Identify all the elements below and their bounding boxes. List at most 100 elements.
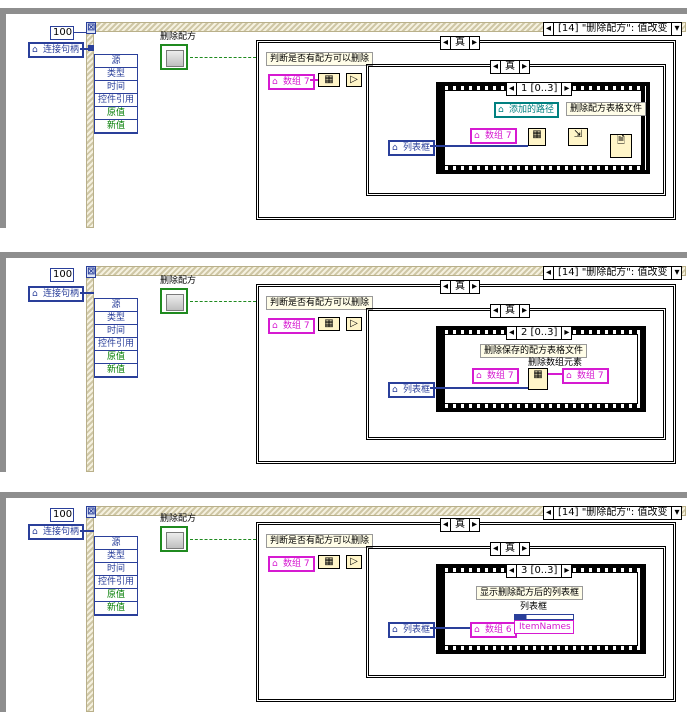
bool-control-label: 删除配方 bbox=[160, 276, 197, 286]
array-6-ref[interactable]: 数组 6 bbox=[470, 622, 517, 638]
event-item-oldval: 原值 bbox=[95, 107, 137, 120]
delete-recipe-bool-terminal[interactable] bbox=[160, 44, 188, 70]
array-7-ref[interactable]: 数组 7 bbox=[268, 74, 315, 90]
event-item-type: 类型 bbox=[95, 550, 137, 563]
block-diagram-panel-1: 100 ⊠ 连接句柄 源 类型 时间 控件引用 原值 新值 删除配方 ◂[14]… bbox=[0, 0, 687, 228]
event-item-source: 源 bbox=[95, 299, 137, 312]
show-listbox-comment: 显示删除配方后的列表框 bbox=[476, 586, 584, 600]
listbox-ref[interactable]: 列表框 bbox=[388, 622, 436, 638]
panel-left-border bbox=[0, 8, 6, 228]
event-item-source: 源 bbox=[95, 537, 137, 550]
connection-handle-ref[interactable]: 连接句柄 bbox=[28, 524, 85, 540]
sequence-frame-selector[interactable]: ◂3 [0..3]▸ bbox=[506, 564, 573, 578]
array-size-icon[interactable]: ▦ bbox=[318, 317, 340, 331]
loop-count-constant[interactable]: 100 bbox=[50, 508, 74, 522]
property-node-header bbox=[514, 614, 574, 620]
delete-file-comment: 删除配方表格文件 bbox=[566, 102, 647, 116]
greater-than-zero-icon[interactable]: ▷ bbox=[346, 73, 362, 87]
loop-count-constant[interactable]: 100 bbox=[50, 26, 74, 40]
event-data-node[interactable]: 源 类型 时间 控件引用 原值 新值 bbox=[94, 54, 138, 134]
greater-than-zero-icon[interactable]: ▷ bbox=[346, 317, 362, 331]
event-item-source: 源 bbox=[95, 55, 137, 68]
item-names-property[interactable]: ItemNames bbox=[514, 620, 574, 634]
block-diagram-panel-3: 100 ⊠ 连接句柄 源 类型 时间 控件引用 原值 新值 删除配方 ◂[14]… bbox=[0, 484, 687, 712]
panel-left-border bbox=[0, 252, 6, 472]
wire bbox=[430, 145, 528, 147]
inner-case-selector[interactable]: ◂真▸ bbox=[490, 60, 530, 74]
array-size-icon[interactable]: ▦ bbox=[318, 73, 340, 87]
listbox-property-label: 列表框 bbox=[520, 602, 548, 612]
while-loop-left-edge bbox=[86, 266, 94, 472]
delete-recipe-bool-terminal[interactable] bbox=[160, 526, 188, 552]
outer-case-selector[interactable]: ◂真▸ bbox=[440, 36, 480, 50]
delete-recipe-bool-terminal[interactable] bbox=[160, 288, 188, 314]
event-data-node[interactable]: 源 类型 时间 控件引用 原值 新值 bbox=[94, 298, 138, 378]
event-item-ctrlref: 控件引用 bbox=[95, 94, 137, 107]
sequence-frame-selector[interactable]: ◂1 [0..3]▸ bbox=[506, 82, 573, 96]
event-item-oldval: 原值 bbox=[95, 351, 137, 364]
timeout-icon: ⊠ bbox=[86, 22, 96, 34]
event-item-type: 类型 bbox=[95, 312, 137, 325]
timeout-icon: ⊠ bbox=[86, 506, 96, 518]
event-item-newval: 新值 bbox=[95, 120, 137, 133]
event-item-time: 时间 bbox=[95, 563, 137, 576]
delete-saved-file-comment: 删除保存的配方表格文件 bbox=[480, 344, 588, 358]
array-7-ref-inner[interactable]: 数组 7 bbox=[470, 128, 517, 144]
bool-wire bbox=[190, 301, 256, 302]
bool-wire bbox=[190, 57, 256, 58]
array-7-out-ref[interactable]: 数组 7 bbox=[562, 368, 609, 384]
inner-case-selector[interactable]: ◂真▸ bbox=[490, 542, 530, 556]
wire bbox=[80, 48, 94, 50]
connection-handle-ref[interactable]: 连接句柄 bbox=[28, 42, 85, 58]
bool-control-label: 删除配方 bbox=[160, 514, 197, 524]
event-data-node[interactable]: 源 类型 时间 控件引用 原值 新值 bbox=[94, 536, 138, 616]
event-item-newval: 新值 bbox=[95, 364, 137, 377]
while-loop-left-edge bbox=[86, 22, 94, 228]
event-item-ctrlref: 控件引用 bbox=[95, 576, 137, 589]
block-diagram-panel-2: 100 ⊠ 连接句柄 源 类型 时间 控件引用 原值 新值 删除配方 ◂[14]… bbox=[0, 244, 687, 472]
event-item-type: 类型 bbox=[95, 68, 137, 81]
array-size-icon[interactable]: ▦ bbox=[318, 555, 340, 569]
panel-left-border bbox=[0, 492, 6, 712]
while-loop-left-edge bbox=[86, 506, 94, 712]
connection-handle-ref[interactable]: 连接句柄 bbox=[28, 286, 85, 302]
check-recipe-comment: 判断是否有配方可以删除 bbox=[266, 534, 374, 548]
build-path-icon[interactable]: ⇲ bbox=[568, 128, 588, 146]
check-recipe-comment: 判断是否有配方可以删除 bbox=[266, 52, 374, 66]
listbox-ref[interactable]: 列表框 bbox=[388, 382, 436, 398]
outer-case-selector[interactable]: ◂真▸ bbox=[440, 518, 480, 532]
delete-element-label: 删除数组元素 bbox=[528, 358, 583, 368]
added-path-ref[interactable]: 添加的路径 bbox=[494, 102, 560, 118]
array-7-ref[interactable]: 数组 7 bbox=[268, 318, 315, 334]
listbox-ref[interactable]: 列表框 bbox=[388, 140, 436, 156]
outer-case-selector[interactable]: ◂真▸ bbox=[440, 280, 480, 294]
panel-top-border bbox=[0, 8, 687, 14]
bool-control-label: 删除配方 bbox=[160, 32, 197, 42]
loop-count-constant[interactable]: 100 bbox=[50, 268, 74, 282]
delete-file-icon[interactable]: 🗎 bbox=[610, 134, 632, 158]
wire bbox=[310, 79, 318, 81]
check-recipe-comment: 判断是否有配方可以删除 bbox=[266, 296, 374, 310]
array-7-ref[interactable]: 数组 7 bbox=[268, 556, 315, 572]
array-7-ref-inner[interactable]: 数组 7 bbox=[472, 368, 519, 384]
wire bbox=[548, 373, 562, 375]
panel-top-border bbox=[0, 252, 687, 258]
event-selector[interactable]: ◂[14] "删除配方": 值改变▾ bbox=[543, 22, 683, 36]
greater-than-zero-icon[interactable]: ▷ bbox=[346, 555, 362, 569]
delete-from-array-icon[interactable]: ▦ bbox=[528, 368, 548, 390]
wire bbox=[430, 387, 528, 389]
inner-case-selector[interactable]: ◂真▸ bbox=[490, 304, 530, 318]
event-item-newval: 新值 bbox=[95, 602, 137, 615]
event-selector[interactable]: ◂[14] "删除配方": 值改变▾ bbox=[543, 266, 683, 280]
sequence-frame-selector[interactable]: ◂2 [0..3]▸ bbox=[506, 326, 573, 340]
wire bbox=[80, 530, 94, 532]
wire bbox=[74, 32, 86, 33]
event-tunnel bbox=[88, 45, 94, 51]
event-item-time: 时间 bbox=[95, 81, 137, 94]
event-item-oldval: 原值 bbox=[95, 589, 137, 602]
wire bbox=[80, 292, 94, 294]
index-array-icon[interactable]: ▦ bbox=[528, 128, 546, 146]
timeout-icon: ⊠ bbox=[86, 266, 96, 278]
event-selector[interactable]: ◂[14] "删除配方": 值改变▾ bbox=[543, 506, 683, 520]
event-item-time: 时间 bbox=[95, 325, 137, 338]
